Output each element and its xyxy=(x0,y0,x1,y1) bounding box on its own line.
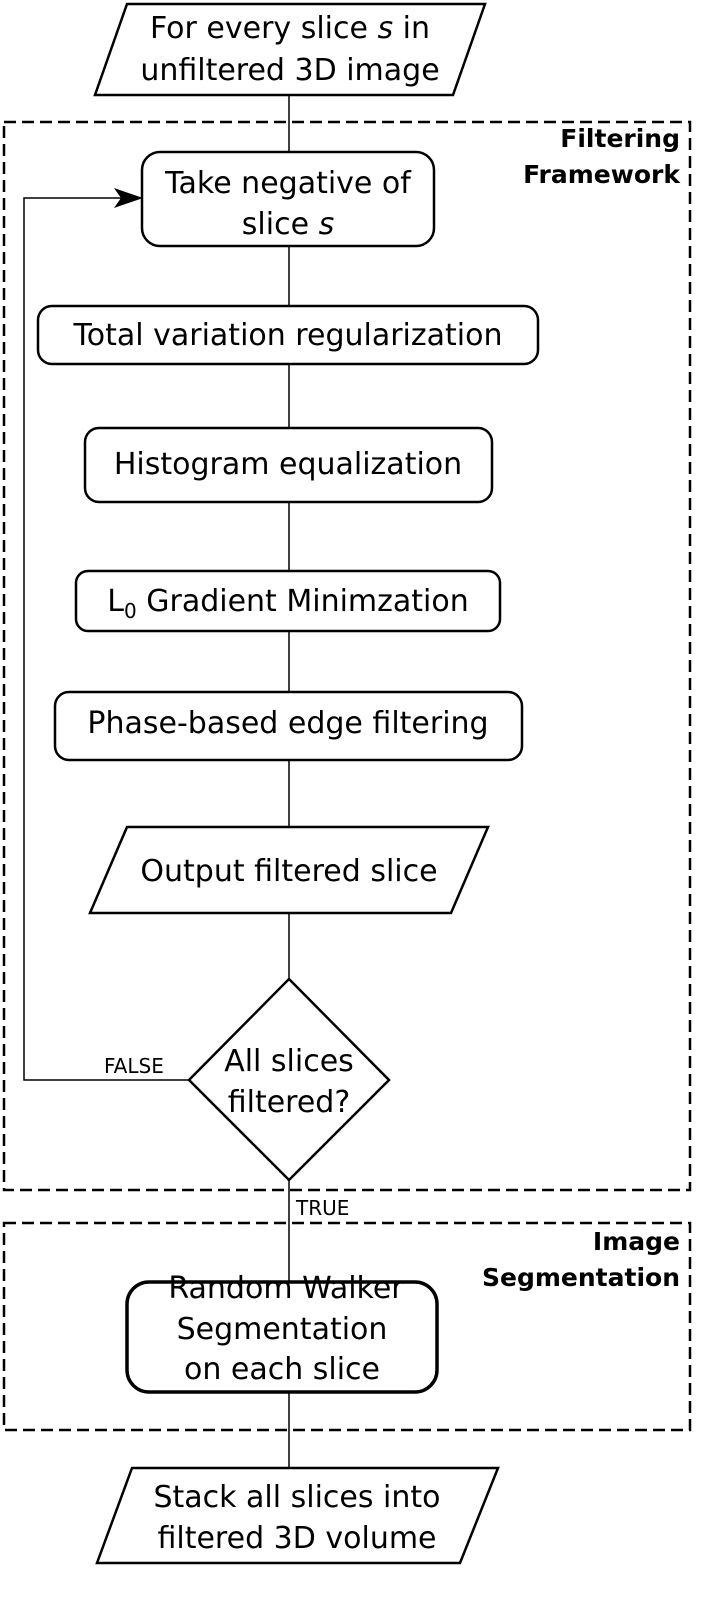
rw-label-1: Random Walker xyxy=(168,1271,404,1306)
filtering-framework-region xyxy=(2,120,692,1192)
histeq-label: Histogram equalization xyxy=(114,447,462,482)
image-segmentation-label-1: Image xyxy=(593,1227,680,1256)
edge-false-loop xyxy=(23,197,189,1081)
rw-label-3: on each slice xyxy=(184,1352,380,1387)
l0-label: L0 Gradient Minimzation xyxy=(107,584,469,623)
filtering-framework-label-2: Framework xyxy=(523,160,681,189)
rw-label-2: Segmentation xyxy=(177,1312,388,1347)
rw-node xyxy=(125,1280,439,1394)
input-label-1: For every slice s in xyxy=(150,11,430,46)
false-label: FALSE xyxy=(104,1054,164,1078)
input-label-2: unfiltered 3D image xyxy=(140,53,439,88)
stack-label-1: Stack all slices into xyxy=(153,1480,440,1515)
negative-node xyxy=(140,150,436,248)
decision-node xyxy=(187,977,391,1182)
output-label: Output filtered slice xyxy=(140,854,437,889)
negative-label-1: Take negative of xyxy=(164,166,412,201)
filtering-framework-label-1: Filtering xyxy=(560,124,680,153)
decision-label-1: All slices xyxy=(224,1044,354,1079)
stack-node xyxy=(95,1466,500,1565)
phase-label: Phase-based edge filtering xyxy=(87,706,488,741)
decision-label-2: filtered? xyxy=(228,1085,351,1120)
input-node xyxy=(93,2,487,97)
stack-label-2: filtered 3D volume xyxy=(157,1521,436,1556)
arrowhead xyxy=(114,188,143,208)
phase-node xyxy=(53,690,524,762)
tv-label: Total variation regularization xyxy=(73,318,503,353)
histeq-node xyxy=(83,426,494,504)
negative-label-2: slice s xyxy=(242,207,334,242)
image-segmentation-region xyxy=(2,1221,692,1432)
tv-node xyxy=(36,304,540,366)
true-label: TRUE xyxy=(295,1196,349,1220)
image-segmentation-label-2: Segmentation xyxy=(482,1263,680,1292)
output-node xyxy=(88,825,490,915)
l0-node xyxy=(74,569,502,633)
